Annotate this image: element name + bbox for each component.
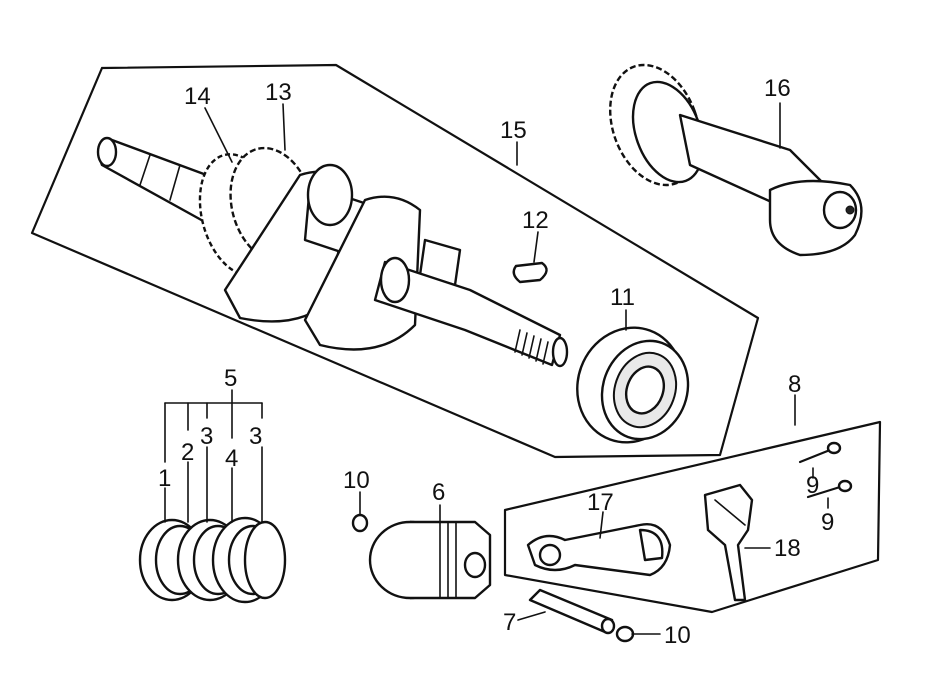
circlip-lower-drawing [615,625,635,643]
callout-2: 2 [181,439,194,466]
callout-9b: 9 [821,509,834,536]
leader-lines [164,102,829,635]
callout-11: 11 [610,284,635,311]
crankshaft-group-outline [30,63,760,459]
callout-15: 15 [500,117,527,144]
callout-14: 14 [184,83,211,110]
camshaft-drawing [608,63,863,257]
rod-cap-drawing [703,483,754,602]
callout-3a: 3 [200,423,213,450]
callout-13: 13 [265,79,292,106]
connecting-rod-drawing [526,523,672,577]
ball-bearing-drawing [576,326,690,444]
callout-18: 18 [774,535,801,562]
bolts-drawing [798,441,853,499]
callout-9a: 9 [806,472,819,499]
callout-10-lower: 10 [664,622,691,649]
callout-12: 12 [522,207,549,234]
piston-pin-drawing [528,588,616,635]
piston-drawing [368,520,492,600]
callout-16: 16 [764,75,791,102]
circlip-upper-drawing [351,513,369,533]
callout-10-upper: 10 [343,467,370,494]
callout-6: 6 [432,479,445,506]
callout-3b: 3 [249,423,262,450]
callout-5: 5 [224,365,237,392]
callout-labels: 1 2 3 4 3 5 6 7 8 9 9 10 10 11 12 13 14 … [158,75,834,649]
callout-1: 1 [158,465,171,492]
woodruff-key-drawing [512,261,548,284]
callout-17: 17 [587,489,614,516]
callout-7: 7 [503,609,516,636]
callout-8: 8 [788,371,801,398]
connecting-rod-group-outline [503,420,882,614]
crankshaft-drawing [96,136,569,368]
callout-4: 4 [225,445,238,472]
piston-rings-drawing [138,516,287,604]
